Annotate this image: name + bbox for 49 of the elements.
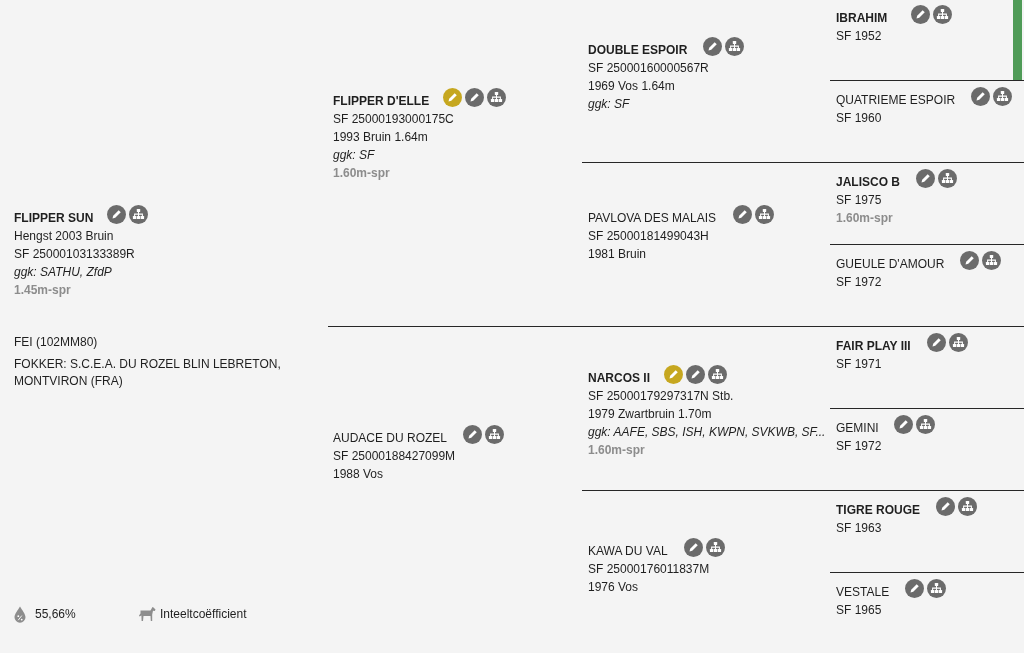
detail-text: SF 1965 (836, 602, 882, 619)
detail-text: SF 1975 (836, 192, 882, 209)
sport-level-text: 1.45m-spr (14, 282, 71, 299)
horse-name: FLIPPER D'ELLE (333, 93, 430, 110)
studbook-text: ggk: SF (588, 96, 630, 113)
horse-name: IBRAHIM (836, 10, 888, 27)
detail-text: SF 25000179297317N Stb. (588, 388, 734, 405)
horse-name: JALISCO B (836, 174, 900, 191)
studbook-text: ggk: AAFE, SBS, ISH, KWPN, SVKWB, SF... (588, 424, 826, 441)
horse-name: FLIPPER SUN (14, 210, 94, 227)
detail-text: SF 25000181499043H (588, 228, 709, 245)
horse-name: PAVLOVA DES MALAIS (588, 210, 717, 227)
detail-text: SF 25000193000175C (333, 111, 454, 128)
breeder-text: FOKKER: S.C.E.A. DU ROZEL BLIN LEBRETON, MONTVIRON (FRA) (14, 356, 282, 390)
horse-name: GEMINI (836, 420, 879, 437)
horse-name: VESTALE (836, 584, 890, 601)
detail-text: SF 25000160000567R (588, 60, 709, 77)
studbook-text: ggk: SF (333, 147, 375, 164)
horse-name: FAIR PLAY III (836, 338, 911, 355)
detail-text: SF 25000176011837M (588, 561, 710, 578)
sport-level-text: 1.60m-spr (588, 442, 645, 459)
detail-text: SF 1972 (836, 274, 882, 291)
sport-level-text: 1.60m-spr (836, 210, 893, 227)
detail-text: SF 1960 (836, 110, 882, 127)
horse-name: DOUBLE ESPOIR (588, 42, 688, 59)
detail-text: SF 1971 (836, 356, 882, 373)
detail-text: SF 1972 (836, 438, 882, 455)
detail-text: SF 25000103133389R (14, 246, 135, 263)
detail-text: SF 1952 (836, 28, 882, 45)
detail-text: 1979 Zwartbruin 1.70m (588, 406, 712, 423)
detail-text: 1988 Vos (333, 466, 384, 483)
horse-name: KAWA DU VAL (588, 543, 668, 560)
detail-text: 1993 Bruin 1.64m (333, 129, 428, 146)
fei-id-text: FEI (102MM80) (14, 334, 98, 351)
horse-name: QUATRIEME ESPOIR (836, 92, 956, 109)
detail-text: Hengst 2003 Bruin (14, 228, 114, 245)
horse-name: AUDACE DU ROZEL (333, 430, 448, 447)
coefficient-label: Inteeltcoëfficient (160, 606, 247, 623)
studbook-text: ggk: SATHU, ZfdP (14, 264, 112, 281)
sport-level-text: 1.60m-spr (333, 165, 390, 182)
percentage-text: 55,66% (35, 606, 76, 623)
horse-name: NARCOS II (588, 370, 650, 387)
detail-text: SF 1963 (836, 520, 882, 537)
horse-name: GUEULE D'AMOUR (836, 256, 945, 273)
detail-text: SF 25000188427099M (333, 448, 456, 465)
detail-text: 1969 Vos 1.64m (588, 78, 675, 95)
detail-text: 1981 Bruin (588, 246, 647, 263)
horse-name: TIGRE ROUGE (836, 502, 920, 519)
detail-text: 1976 Vos (588, 579, 639, 596)
